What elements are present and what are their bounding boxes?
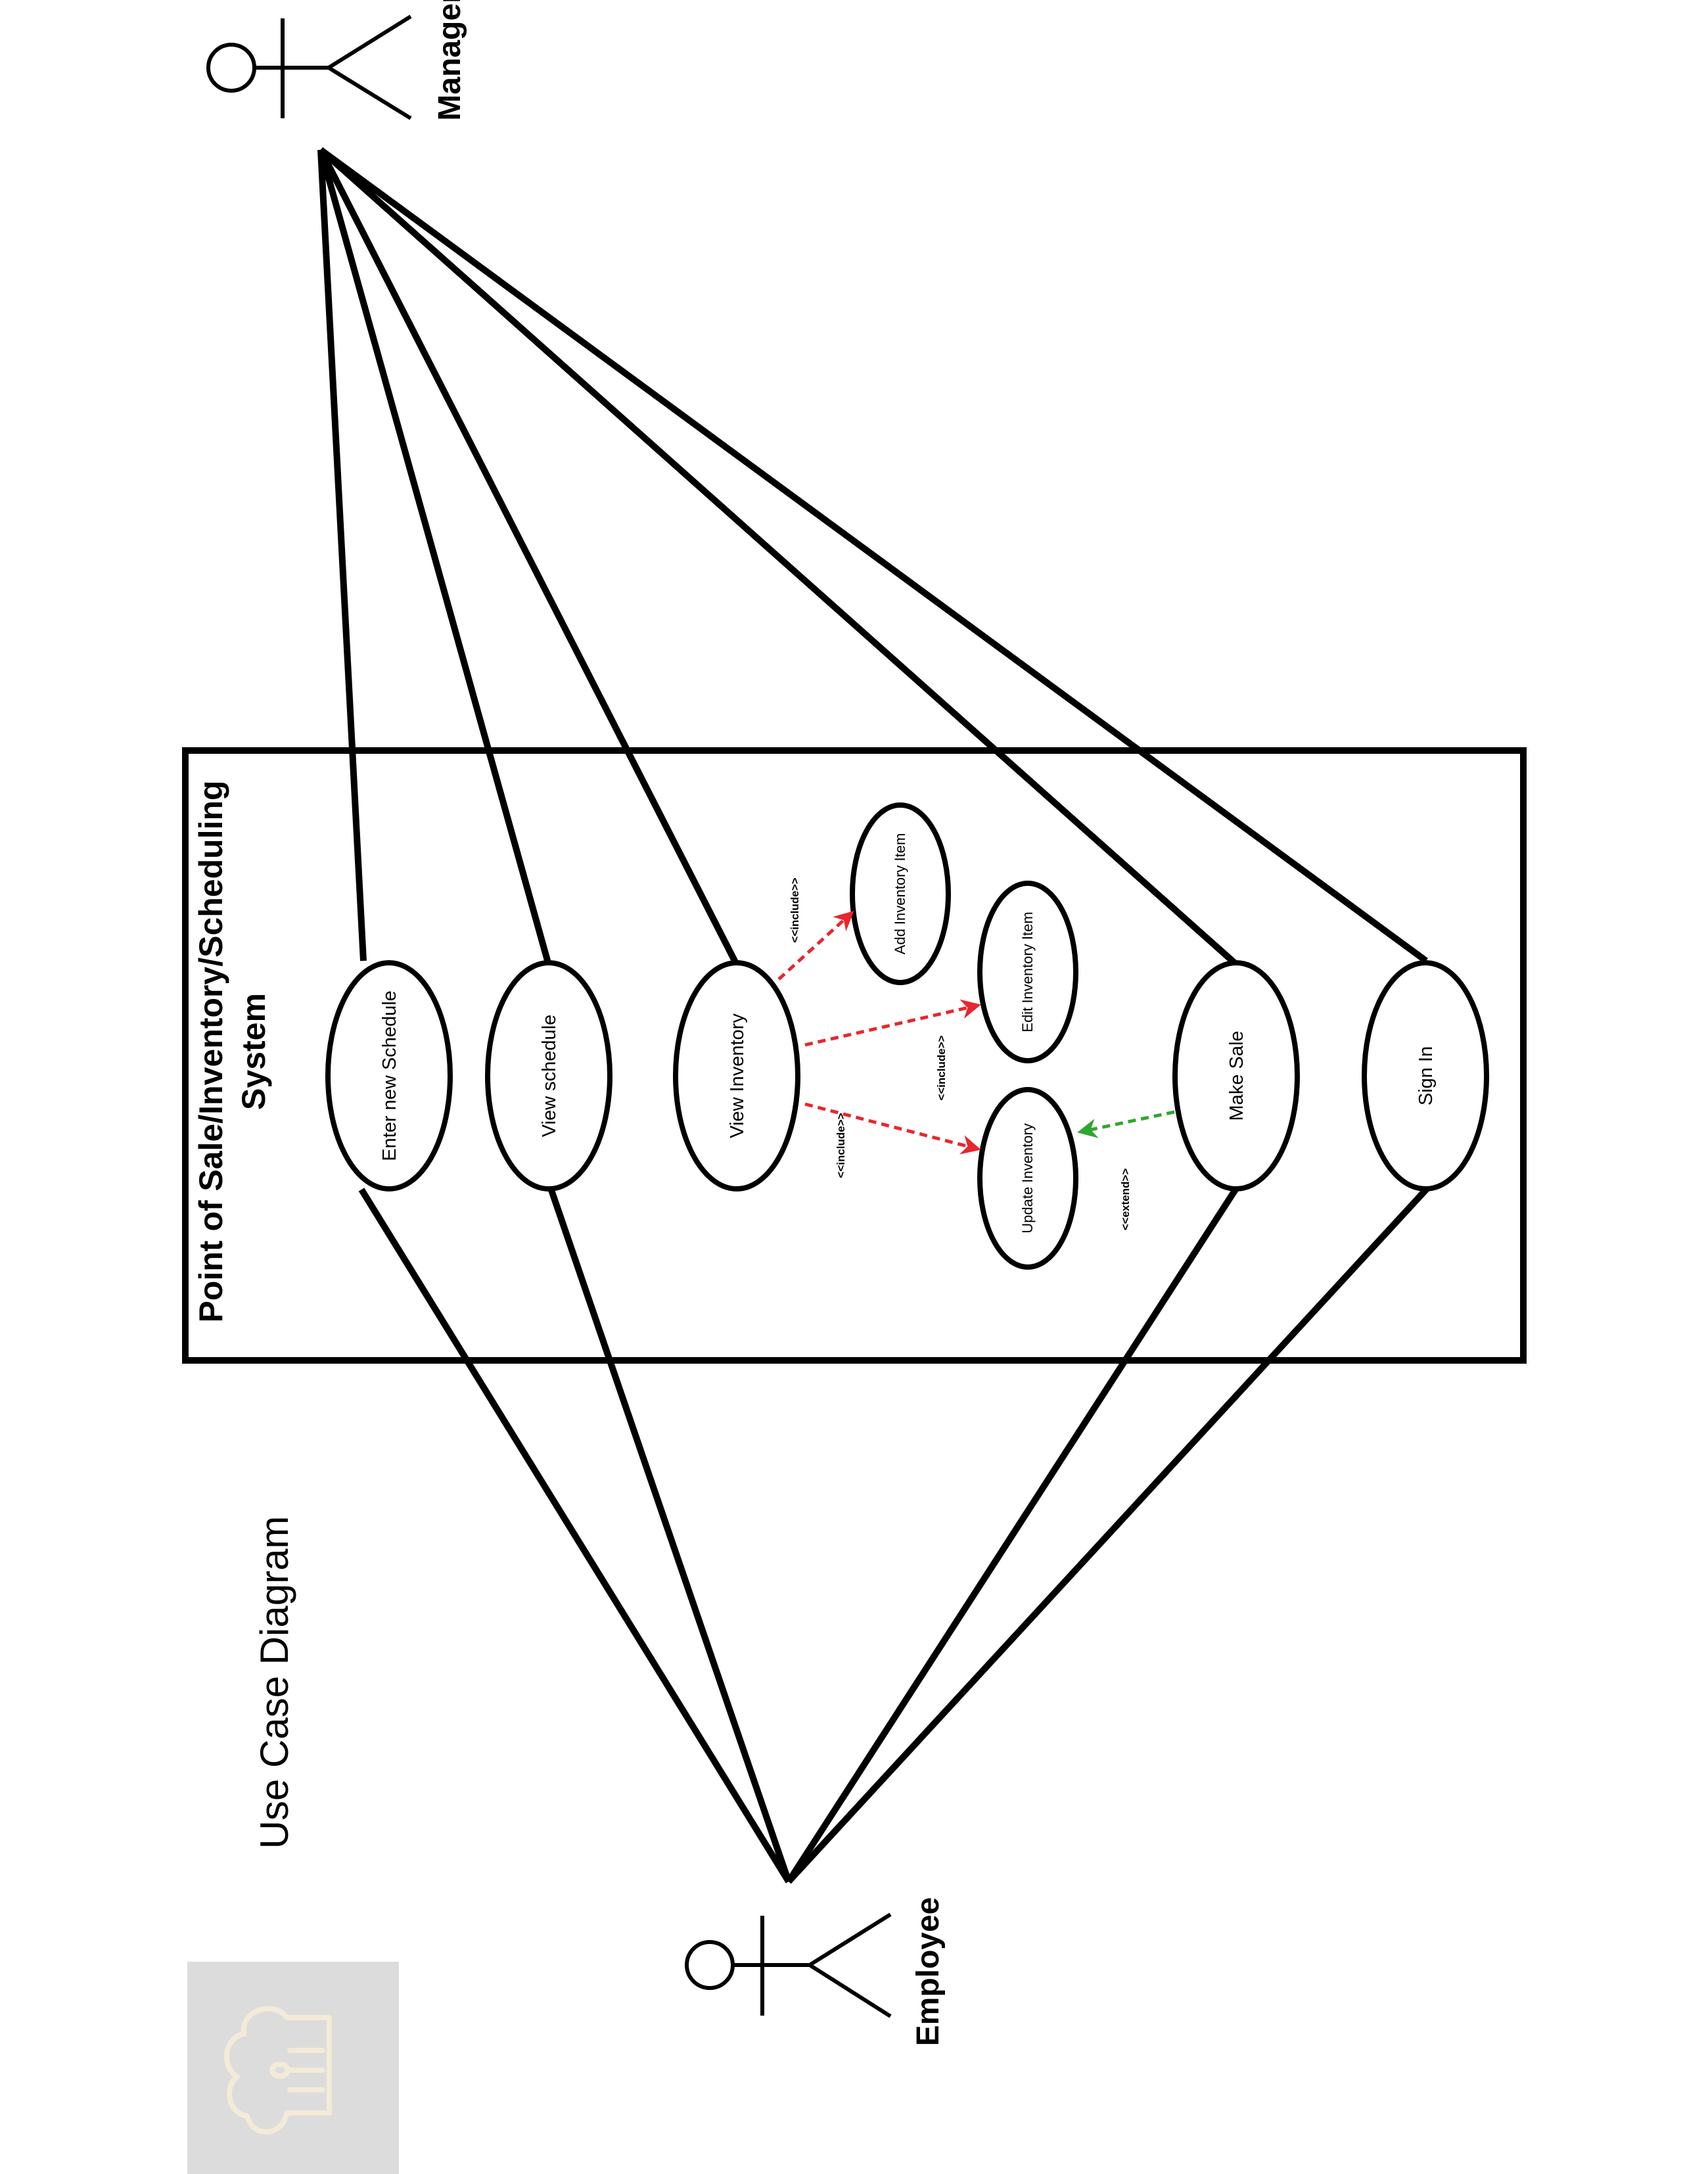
use-case-enter-new-schedule-shape: [325, 960, 453, 1191]
association-manager-view-inventory: [317, 148, 739, 965]
include-relationships: <<include>> <<include>> <<include>>: [777, 877, 981, 1178]
use-case-view-schedule-label: View schedule: [539, 1015, 560, 1137]
manager-actor: Manager: [206, 0, 467, 121]
logo: [187, 1962, 399, 2174]
diagram-title: Use Case Diagram: [252, 1516, 296, 1849]
use-case-make-sale-label: Make Sale: [1226, 1030, 1247, 1121]
association-employee-view-schedule: [547, 1187, 792, 1883]
use-case-sign-in: Sign In: [1362, 960, 1489, 1191]
employee-associations: [358, 1186, 1430, 1884]
system-name-line2: System: [235, 993, 272, 1110]
association-manager-view-schedule: [317, 149, 551, 964]
extend-arrow-update-inventory: [1077, 1110, 1175, 1138]
use-case-add-inventory-item: Add Inventory Item: [850, 802, 951, 985]
association-employee-enter-new-schedule: [358, 1188, 792, 1884]
manager-actor-label: Manager: [432, 0, 467, 121]
use-case-view-inventory-label: View Inventory: [727, 1013, 748, 1138]
include-arrow-add-inventory-item: [777, 910, 854, 981]
include-label-add-inventory-item: <<include>>: [789, 877, 801, 942]
use-case-make-sale-shape: [1172, 960, 1300, 1191]
association-employee-sign-in: [786, 1186, 1430, 1884]
use-case-view-inventory-shape: [673, 960, 800, 1191]
use-case-edit-inventory-item-label: Edit Inventory Item: [1019, 912, 1036, 1032]
use-case-enter-new-schedule-label: Enter new Schedule: [379, 990, 400, 1161]
employee-actor-label: Employee: [911, 1897, 946, 2047]
manager-associations: [317, 147, 1428, 967]
association-manager-enter-new-schedule: [317, 149, 367, 961]
include-label-edit-inventory-item: <<include>>: [935, 1035, 948, 1100]
system-boundary: [182, 747, 1527, 1364]
association-manager-sign-in: [319, 147, 1428, 964]
use-case-view-inventory: View Inventory: [673, 960, 800, 1191]
use-case-edit-inventory-item: Edit Inventory Item: [977, 881, 1078, 1063]
use-case-view-schedule: View schedule: [485, 960, 612, 1191]
use-case-enter-new-schedule: Enter new Schedule: [325, 960, 453, 1191]
association-employee-make-sale: [785, 1188, 1239, 1884]
manager-actor-figure: [206, 14, 412, 120]
include-label-update-inventory: <<include>>: [835, 1113, 847, 1178]
include-arrow-edit-inventory-item: [804, 999, 981, 1047]
employee-actor-figure: [685, 1912, 892, 2018]
use-case-edit-inventory-item-shape: [977, 881, 1078, 1063]
use-case-update-inventory-shape: [977, 1087, 1078, 1270]
use-case-sign-in-label: Sign In: [1416, 1046, 1437, 1105]
include-arrow-update-inventory: [804, 1102, 981, 1155]
system-name: Point of Sale/Inventory/Scheduling: [193, 780, 229, 1322]
use-case-view-schedule-shape: [485, 960, 612, 1191]
use-case-update-inventory-label: Update Inventory: [1019, 1123, 1036, 1234]
extend-label-update-inventory: <<extend>>: [1119, 1168, 1132, 1231]
use-case-sign-in-shape: [1362, 960, 1489, 1191]
association-manager-make-sale: [318, 147, 1239, 967]
chef-hat-utensils-icon: [224, 2006, 332, 2135]
use-case-update-inventory: Update Inventory: [977, 1087, 1078, 1270]
employee-actor: Employee: [685, 1897, 946, 2047]
extend-relationships: <<extend>>: [1077, 1110, 1175, 1231]
use-case-make-sale: Make Sale: [1172, 960, 1300, 1191]
use-case-add-inventory-item-label: Add Inventory Item: [892, 833, 908, 955]
use-case-add-inventory-item-shape: [850, 802, 951, 985]
